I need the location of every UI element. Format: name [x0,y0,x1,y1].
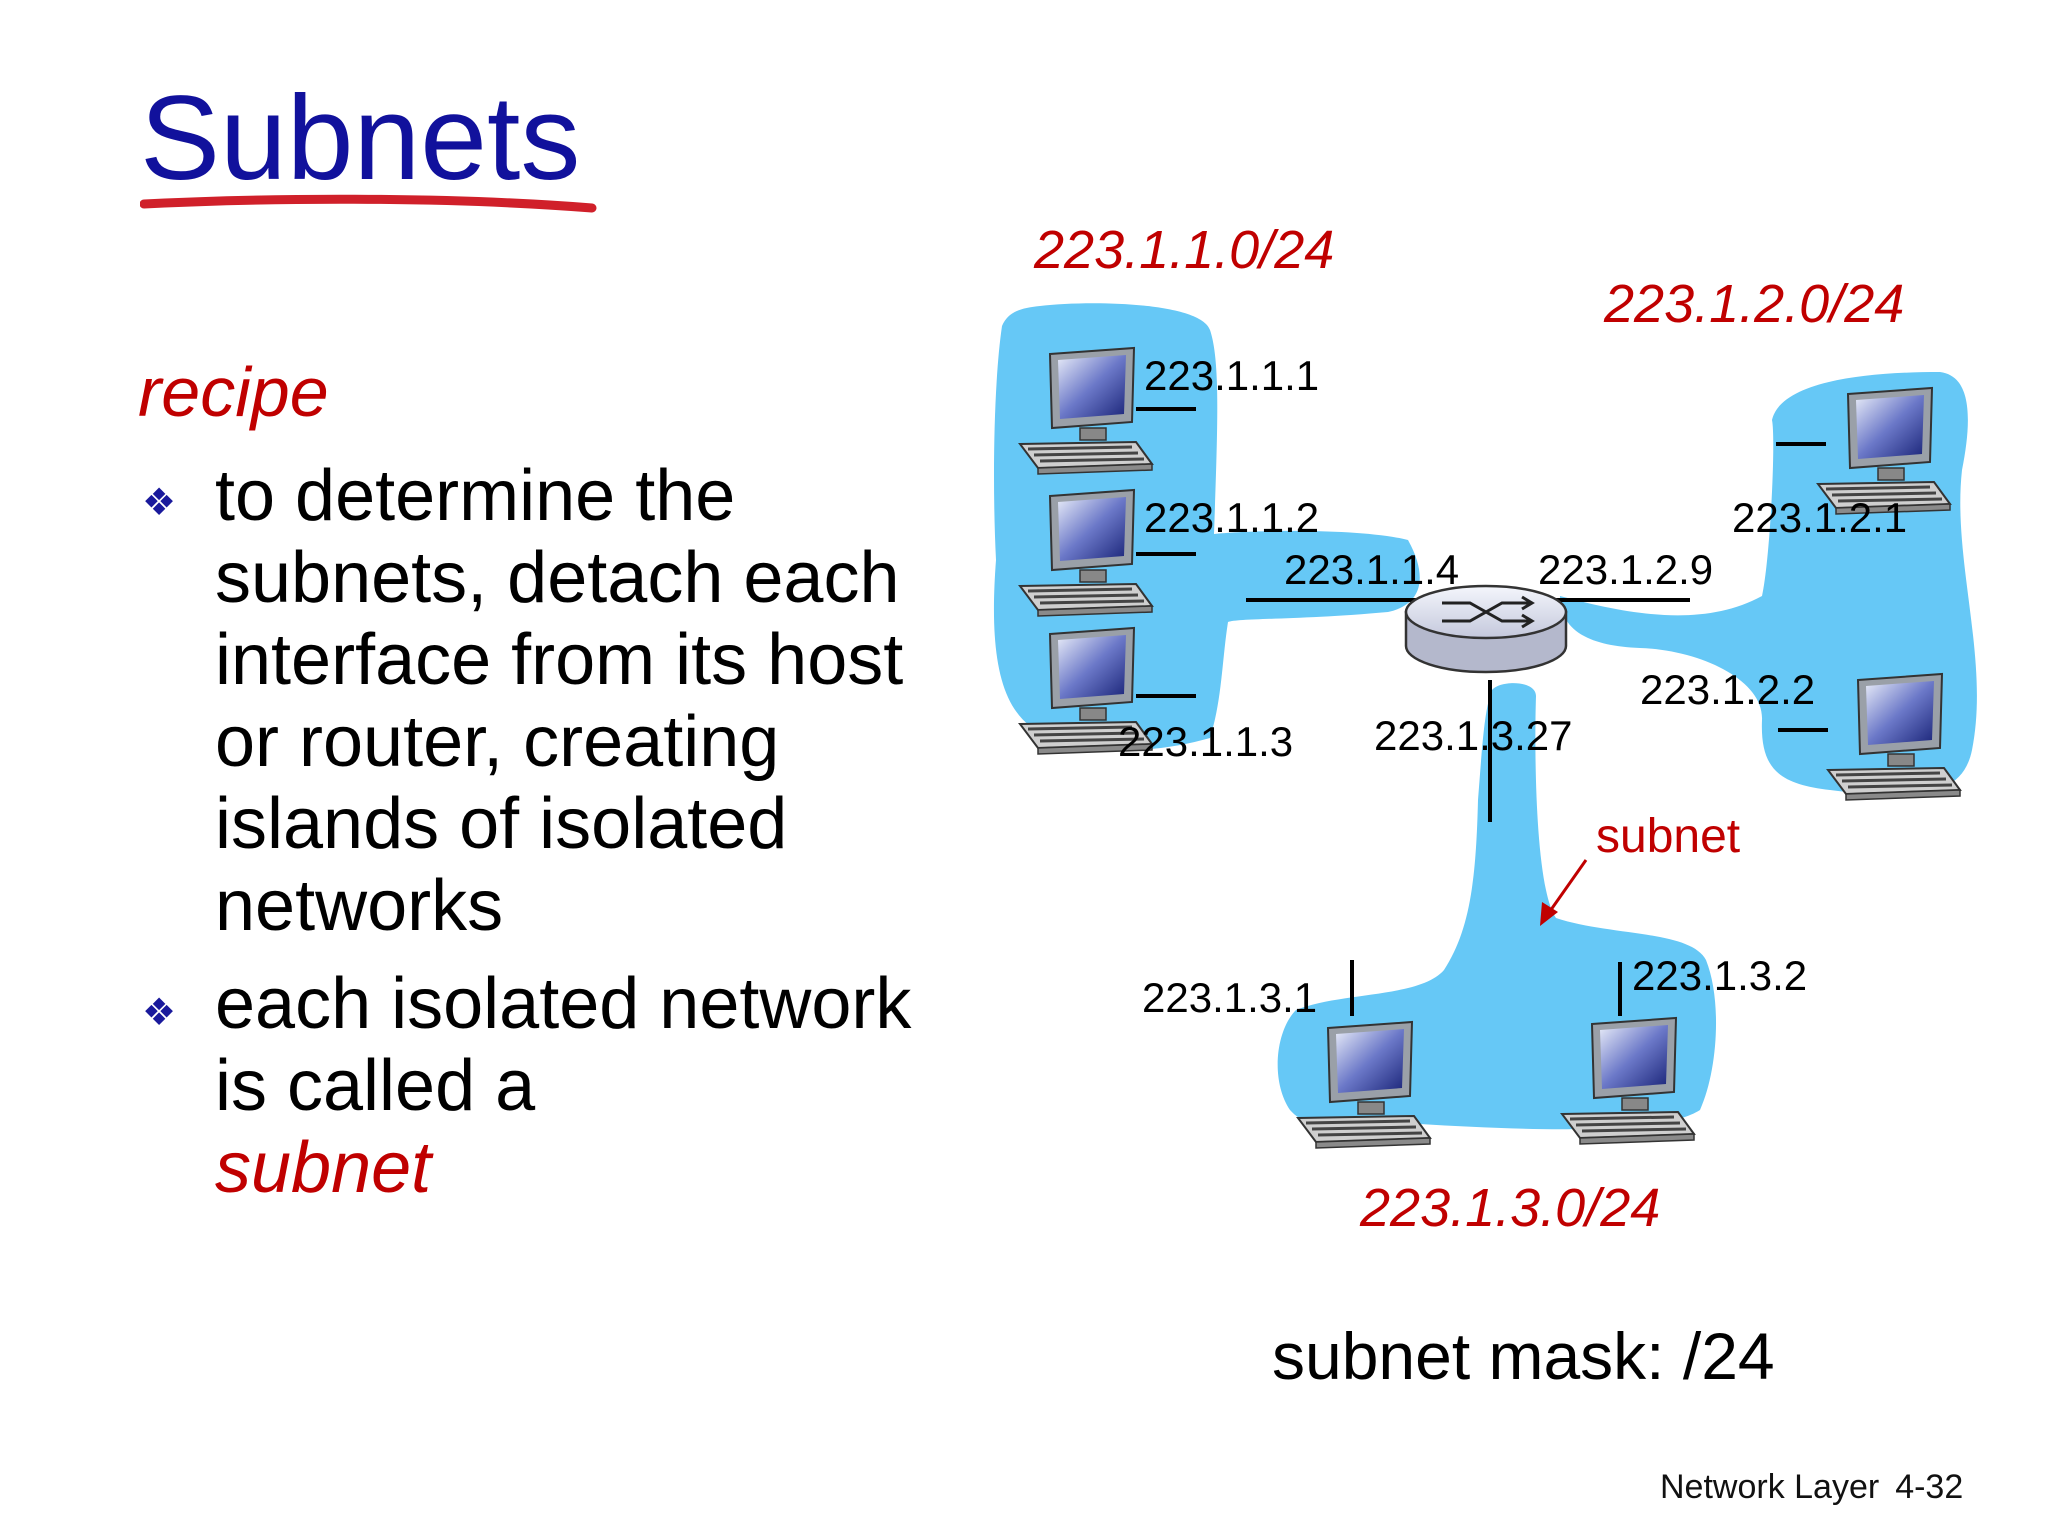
recipe-heading: recipe [138,353,329,431]
bullet-2-emphasis: subnet [215,1128,432,1208]
subnet-mask-label: subnet mask: /24 [1272,1319,1775,1393]
bullet-1: to determine the subnets, detach each in… [215,456,904,946]
slide-title: Subnets [140,71,581,205]
interface-label-223-1-1-3: 223.1.1.3 [1118,718,1293,765]
interface-label-223-1-1-1: 223.1.1.1 [1144,352,1319,399]
page-number: 4-32 [1895,1468,1964,1506]
slide-footer: Network Layer 4-32 [1660,1468,1963,1507]
interface-label-223-1-1-4: 223.1.1.4 [1284,546,1459,593]
interface-label-223-1-2-1: 223.1.2.1 [1732,494,1907,541]
interface-label-223-1-3-2: 223.1.3.2 [1632,952,1807,999]
island-subnet-3 [1277,683,1717,1130]
subnet-label-2: 223.1.2.0/24 [1603,274,1904,334]
interface-label-223-1-1-2: 223.1.1.2 [1144,494,1319,541]
interface-label-223-1-3-27: 223.1.3.27 [1374,712,1573,759]
bullet-2-text: each isolated network is called a [215,964,912,1126]
title-underline [140,194,597,213]
subnet-callout-label: subnet [1596,810,1740,863]
subnet-label-3: 223.1.3.0/24 [1359,1178,1660,1238]
footer-label: Network Layer [1660,1468,1880,1506]
interface-label-223-1-3-1: 223.1.3.1 [1142,974,1317,1021]
subnet-label-1: 223.1.1.0/24 [1033,220,1334,280]
callout-arrow-icon [1540,859,1588,926]
interface-label-223-1-2-2: 223.1.2.2 [1640,666,1815,713]
bullet-2: each isolated network is called a subnet [215,963,935,1209]
interface-ticks [1136,407,1828,1016]
bullet-diamond-icon: ❖ [142,992,177,1034]
router-icon [1404,584,1568,674]
bullet-diamond-icon: ❖ [142,482,177,524]
interface-label-223-1-2-9: 223.1.2.9 [1538,546,1713,593]
